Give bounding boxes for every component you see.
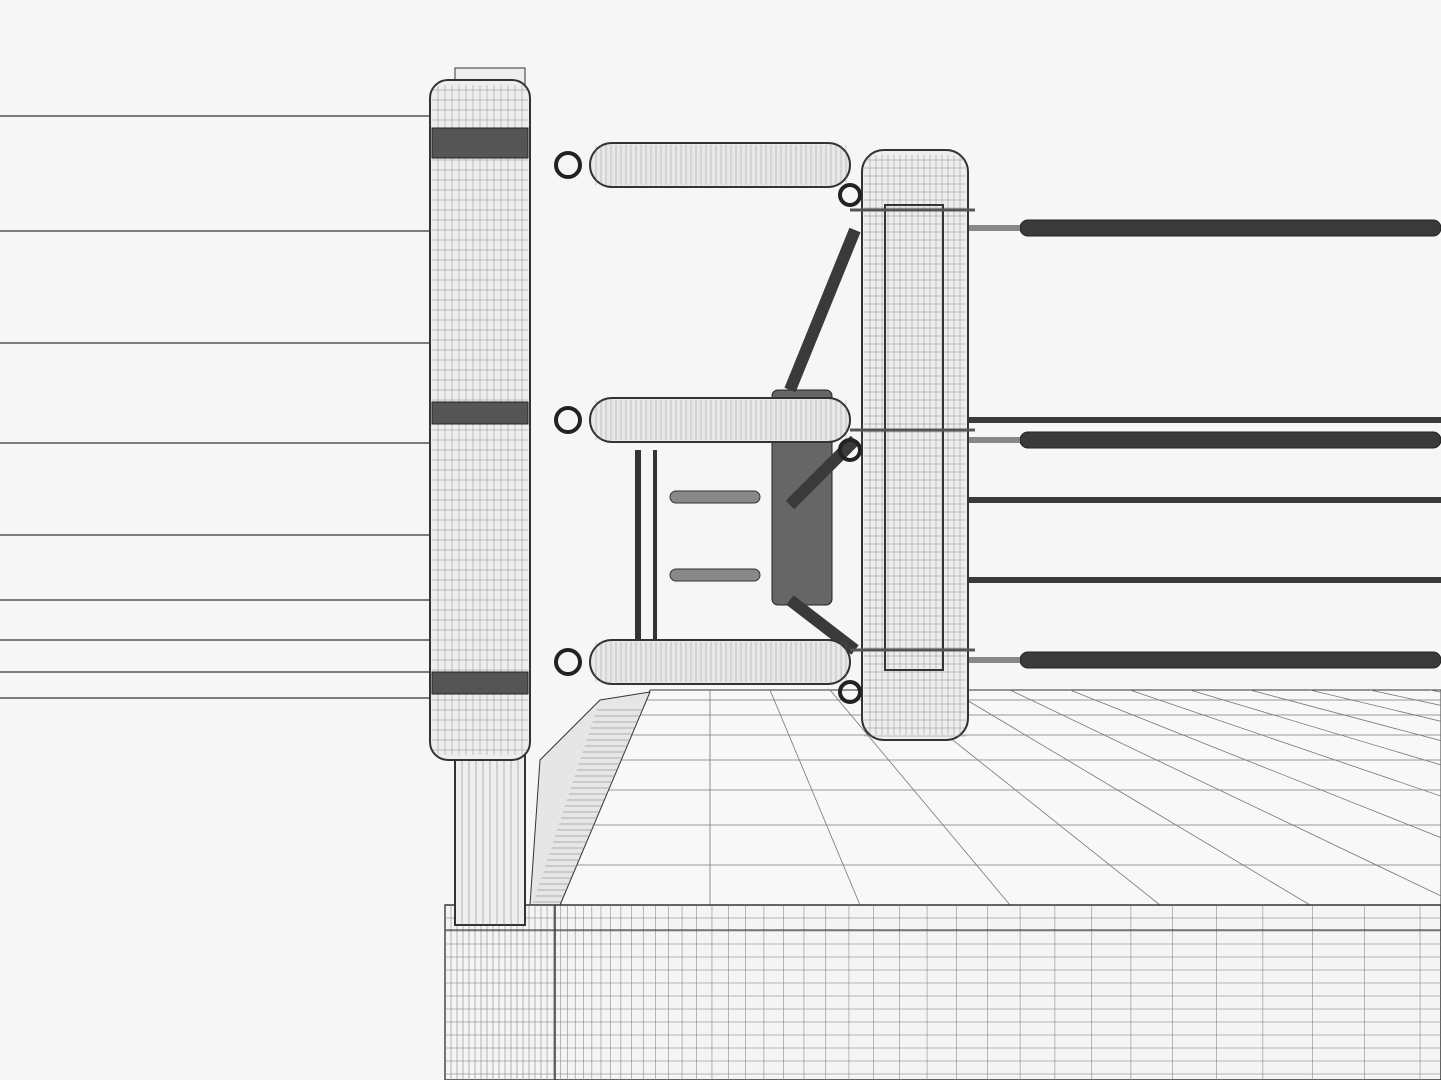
floor-grid-line — [1009, 689, 1441, 897]
diagonal-rope — [785, 435, 860, 510]
corner-pad — [589, 639, 851, 685]
ring-apron-box — [444, 904, 1441, 1080]
right-post-frame — [884, 204, 944, 671]
diagonal-rope — [786, 595, 859, 655]
post-strap — [431, 127, 529, 159]
floor-grid-line — [829, 689, 1011, 906]
floor-grid-line — [1069, 689, 1441, 839]
left-corner-post — [429, 67, 531, 926]
ring-hook — [554, 648, 582, 676]
floor-grid-line — [769, 689, 861, 906]
ring-floor-grid — [529, 689, 1441, 906]
thick-rope — [1019, 431, 1441, 449]
post-strap — [431, 671, 529, 695]
ring-hook — [838, 183, 862, 207]
ring-hook — [838, 680, 862, 704]
corner-pads — [554, 142, 862, 704]
thick-rope — [1019, 651, 1441, 669]
inner-rope — [669, 568, 761, 582]
thick-rope — [1019, 219, 1441, 237]
diagonal-rope — [784, 227, 861, 393]
corner-pad — [589, 142, 851, 188]
apron-face — [444, 904, 1441, 1080]
right-corner-post — [850, 149, 975, 741]
inner-corner-structure — [635, 227, 861, 655]
ring-hook — [838, 438, 862, 462]
floor-grid-line — [1249, 689, 1441, 742]
right-post-body — [861, 149, 969, 741]
inner-rope — [669, 490, 761, 504]
floor-grid-line — [1129, 689, 1441, 797]
post-strap — [431, 401, 529, 425]
ring-hook — [554, 406, 582, 434]
floor-grid-line — [949, 689, 1311, 906]
corner-pad — [589, 397, 851, 443]
floor-grid-line — [1189, 689, 1441, 766]
ring-hook — [554, 151, 582, 179]
floor-plane — [559, 689, 1441, 906]
ring-ropes — [940, 219, 1441, 669]
background-horizontal-lines — [0, 115, 430, 699]
